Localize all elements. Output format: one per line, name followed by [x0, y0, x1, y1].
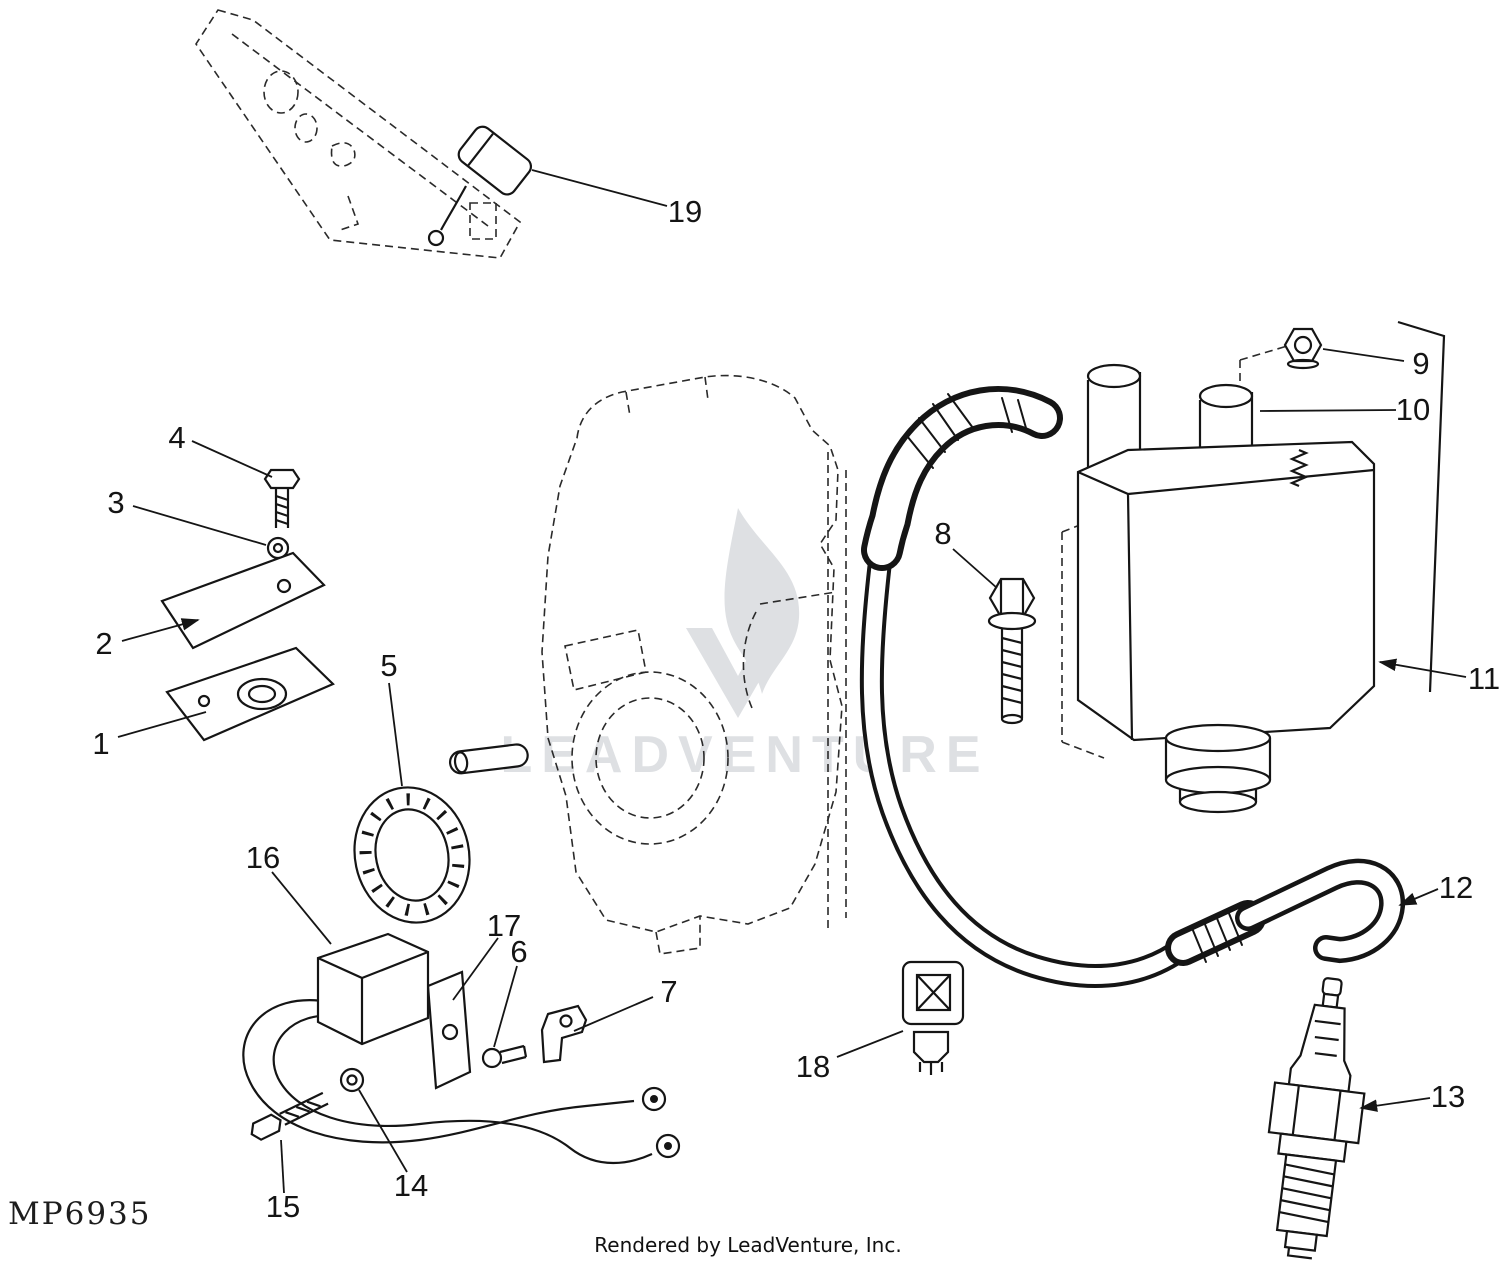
callout-8: 8 [934, 516, 951, 551]
cap-screw-8 [987, 577, 1037, 725]
callout-14: 14 [394, 1168, 428, 1203]
flame-logo-icon [724, 508, 800, 694]
condenser [427, 125, 533, 247]
spacer-plate-2 [160, 551, 326, 650]
corner-panel-line [1397, 320, 1446, 693]
coil-towers [1086, 363, 1254, 482]
ignition-coil-11 [1076, 440, 1376, 814]
flame-logo-v-icon [686, 628, 790, 718]
callout-3: 3 [107, 485, 124, 520]
callout-numbers: 1 2 3 4 5 6 7 8 9 10 11 12 13 14 15 16 1… [92, 194, 1500, 1224]
ignition-module-16 [316, 932, 430, 1046]
callout-1: 1 [92, 726, 109, 761]
support-bracket-1 [165, 646, 335, 742]
callout-4: 4 [168, 420, 185, 455]
mounting-panel-outline [195, 9, 522, 259]
callout-10: 10 [1396, 392, 1430, 427]
hex-nut-9 [1283, 327, 1323, 370]
footer-credit: Rendered by LeadVenture, Inc. [594, 1233, 901, 1257]
bolt-4 [263, 468, 301, 528]
callout-16: 16 [246, 840, 280, 875]
clamp-clip-7 [540, 1004, 588, 1064]
callout-19: 19 [668, 194, 702, 229]
spark-plug-13 [1267, 977, 1366, 1260]
washer-14 [339, 1067, 365, 1093]
callout-13: 13 [1431, 1079, 1465, 1114]
connector-switch-18 [901, 960, 965, 1075]
callout-2: 2 [95, 626, 112, 661]
bolt-15 [250, 1091, 329, 1141]
callout-18: 18 [796, 1049, 830, 1084]
wire-harness [242, 999, 681, 1165]
callout-12: 12 [1439, 870, 1473, 905]
dowel-pin [448, 743, 529, 775]
callout-17: 17 [487, 908, 521, 943]
terminal-stud-10 [1289, 448, 1309, 488]
bezel-ring-5 [353, 786, 471, 924]
spark-plug-wire-12 [859, 386, 1405, 988]
backing-plate-17 [426, 970, 472, 1090]
callout-7: 7 [660, 974, 677, 1009]
watermark-text: LEADVENTURE [500, 726, 989, 784]
leader-lines [117, 169, 1467, 1194]
screw-6 [481, 1044, 528, 1069]
callout-9: 9 [1412, 346, 1429, 381]
engine-shroud-outline [541, 374, 847, 955]
leadventure-watermark: LEADVENTURE [500, 508, 989, 784]
callout-15: 15 [266, 1189, 300, 1224]
callout-6: 6 [510, 934, 527, 969]
callout-5: 5 [380, 648, 397, 683]
diagram-code: MP6935 [8, 1196, 152, 1232]
callout-11: 11 [1468, 661, 1500, 696]
